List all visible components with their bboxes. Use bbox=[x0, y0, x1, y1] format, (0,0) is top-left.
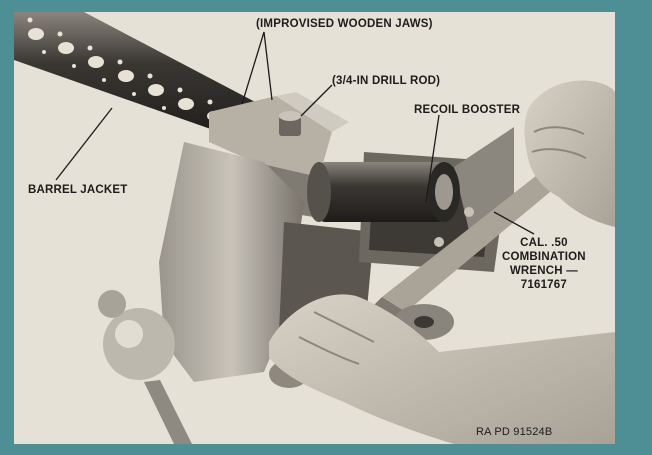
photo-frame: (IMPROVISED WOODEN JAWS) (3/4-IN DRILL R… bbox=[14, 12, 615, 444]
wrench-label-line-3: WRENCH — bbox=[509, 265, 578, 277]
vise-handle bbox=[98, 290, 309, 444]
leader-lines bbox=[55, 31, 535, 235]
illustration bbox=[14, 12, 615, 444]
left-hand bbox=[269, 294, 615, 444]
label-recoil-booster: RECOIL BOOSTER bbox=[414, 104, 521, 116]
wrench-label-line-1: CAL. .50 bbox=[520, 237, 568, 249]
right-hand bbox=[524, 80, 615, 228]
recoil-booster bbox=[307, 162, 460, 222]
wrench-label-line-4: 7161767 bbox=[520, 279, 567, 291]
label-drill-rod: (3/4-IN DRILL ROD) bbox=[332, 75, 441, 87]
drill-rod bbox=[279, 111, 301, 136]
wrench-label-line-2: COMBINATION bbox=[502, 251, 586, 263]
label-barrel-jacket: BARREL JACKET bbox=[28, 184, 128, 196]
label-improvised-wooden-jaws: (IMPROVISED WOODEN JAWS) bbox=[256, 18, 433, 30]
label-combination-wrench: CAL. .50 COMBINATION WRENCH — 7161767 bbox=[502, 236, 586, 292]
plate-number: RA PD 91524B bbox=[476, 426, 553, 438]
